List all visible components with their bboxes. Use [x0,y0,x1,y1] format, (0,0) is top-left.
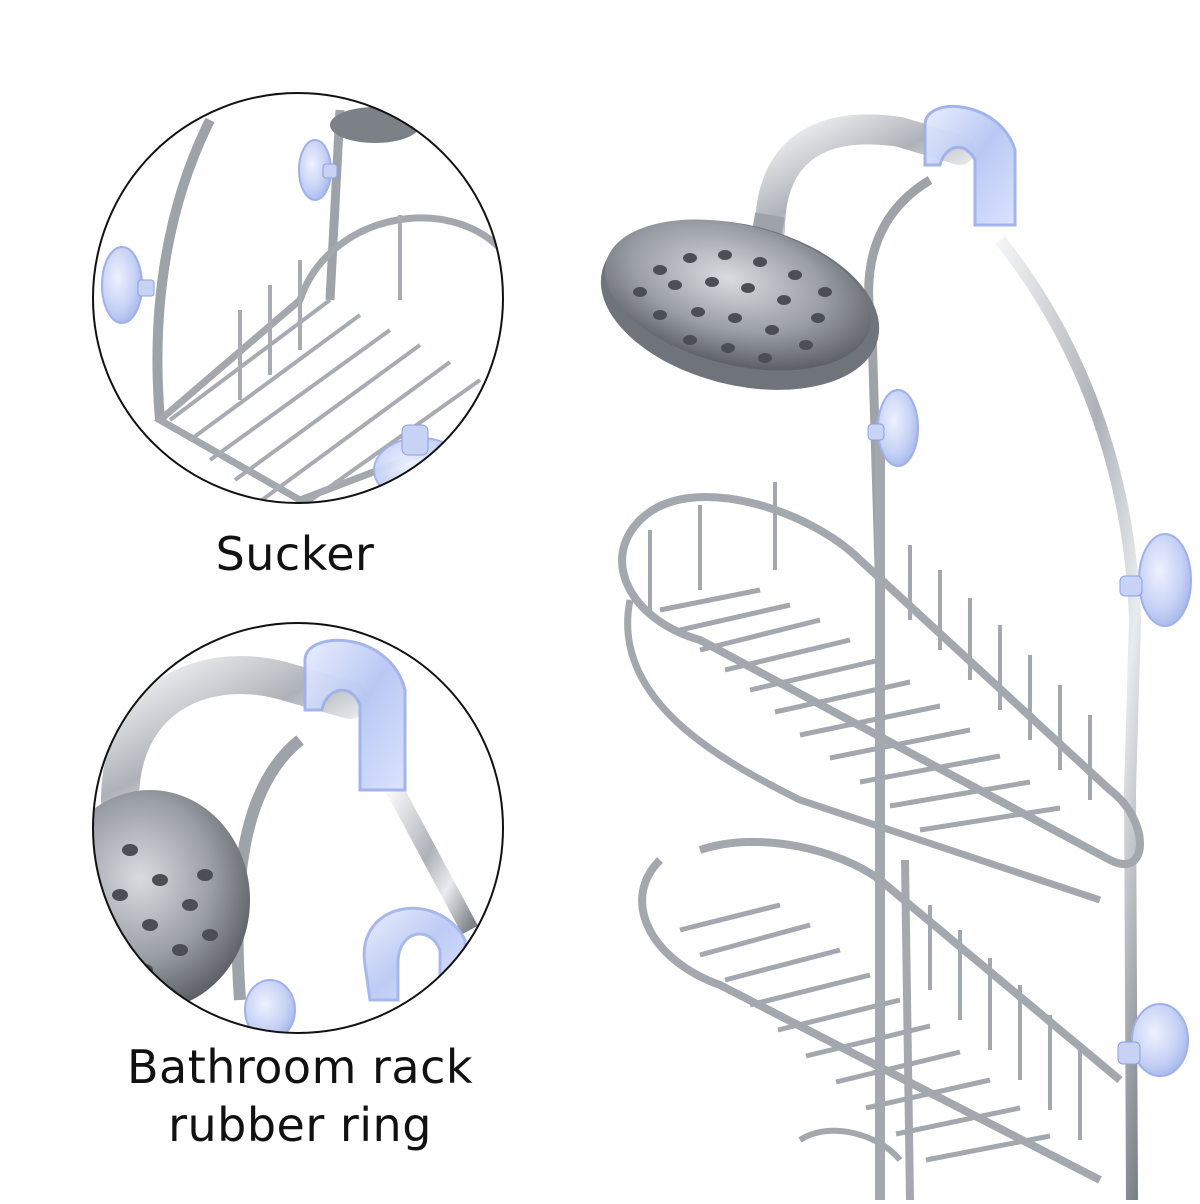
suction-cup [1119,533,1192,627]
shower-head [600,219,880,390]
rubber-ring-label: Bathroom rack rubber ring [70,1038,530,1154]
lower-basket [638,837,1123,1184]
sucker-label: Sucker [215,527,375,581]
rubber-ring [923,104,1017,227]
sucker-detail-circle [92,92,504,504]
shower-caddy [600,104,1192,1201]
rubber-ring-label-line1: Bathroom rack [126,1040,474,1094]
rubber-ring-detail-circle [92,622,504,1034]
suction-cup [867,389,919,467]
rubber-ring-label-line2: rubber ring [168,1098,432,1152]
upper-basket [618,482,1144,904]
suction-cup [1117,1003,1189,1077]
